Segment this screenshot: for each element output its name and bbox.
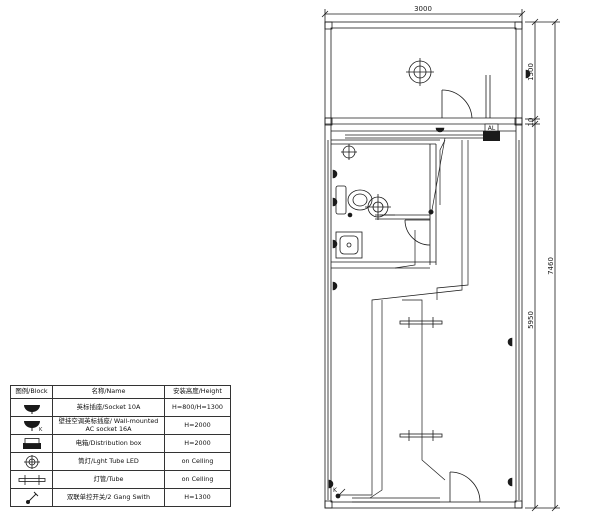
legend-row: 电箱/Distribution box H=2000 [10,434,231,453]
legend-height: H=800/H=1300 [164,398,231,417]
tube-icon [10,470,53,489]
light-tubes [399,317,443,441]
legend-row: 筒灯/Lght Tube LED on Celling [10,452,231,471]
distribution-box: AL [483,123,500,141]
entry-switch: K [333,487,346,499]
socket-10a-icon [10,398,53,417]
legend-header-block: 图例/Block [10,385,53,399]
legend-header-name: 名称/Name [52,385,165,399]
legend-header-height: 安装高度/Height [164,385,231,399]
dim-height-total: 7460 [547,257,555,275]
legend-name: 壁挂空调英标插座/ Wall-mounted AC socket 16A [52,416,165,435]
legend-name: 灯管/Tube [52,470,165,489]
legend-height: H=2000 [164,416,231,435]
top-door [441,75,491,119]
legend-table: 图例/Block 名称/Name 安装高度/Height 英标插座/Socket… [10,385,231,507]
legend-height: on Celling [164,470,231,489]
legend-row: 英标插座/Socket 10A H=800/H=1300 [10,398,231,417]
dim-width-total: 3000 [414,5,432,13]
main-door [352,471,481,503]
dimension-lines [321,9,560,512]
walls [324,21,523,509]
legend-row: K 壁挂空调英标插座/ Wall-mounted AC socket 16A H… [10,416,231,435]
wiring [340,134,490,499]
distribution-box-tag: AL [488,125,496,132]
dim-segment-top: 1500 [527,63,535,81]
svg-text:K: K [39,427,43,432]
legend-height: on Celling [164,452,231,471]
legend-height: H=2000 [164,434,231,453]
legend-row: 灯管/Tube on Celling [10,470,231,489]
legend-height: H=1300 [164,488,231,507]
legend-name: 双联单控开关/2 Gang Swith [52,488,165,507]
legend-name: 电箱/Distribution box [52,434,165,453]
light-tube-led-icon [10,452,53,471]
switch-tag: K [333,487,338,494]
legend-name: 英标插座/Socket 10A [52,398,165,417]
bathroom-partitions [331,139,440,269]
legend-header-row: 图例/Block 名称/Name 安装高度/Height [10,385,231,399]
distribution-box-icon [10,434,53,453]
legend-row: 双联单控开关/2 Gang Swith H=1300 [10,488,231,507]
gang-switch-icon [10,488,53,507]
dim-segment-gap: 10 [527,118,535,127]
fixtures [335,185,373,259]
dim-segment-main: 5950 [527,311,535,329]
legend-name: 筒灯/Lght Tube LED [52,452,165,471]
ceiling-lights [341,58,434,220]
ac-socket-16a-icon: K [10,416,53,435]
sockets [328,69,531,489]
